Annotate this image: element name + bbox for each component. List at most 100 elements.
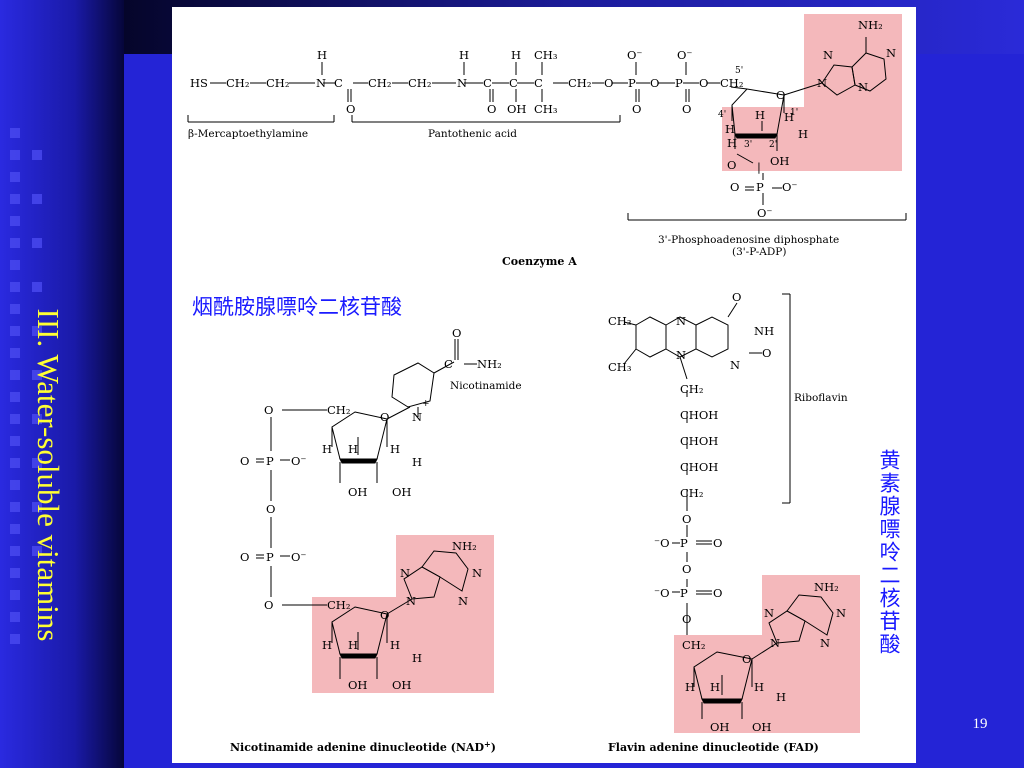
svg-text:H: H	[710, 680, 720, 694]
svg-text:P: P	[680, 536, 688, 550]
svg-text:H: H	[322, 442, 332, 456]
svg-text:O: O	[682, 612, 691, 626]
svg-text:N: N	[406, 594, 416, 608]
svg-text:N: N	[458, 594, 468, 608]
svg-text:N: N	[676, 314, 686, 328]
coenzyme-a-title: Coenzyme A	[502, 255, 577, 268]
svg-text:NH₂: NH₂	[477, 357, 502, 371]
svg-text:OH: OH	[392, 485, 411, 499]
svg-text:H: H	[322, 638, 332, 652]
svg-text:O: O	[380, 410, 389, 424]
svg-text:CH₃: CH₃	[608, 314, 632, 328]
svg-text:H: H	[412, 651, 422, 665]
svg-text:OH: OH	[392, 678, 411, 692]
fad-chinese-label: 黄素腺嘌呤二核苷酸	[877, 449, 901, 656]
svg-text:5': 5'	[735, 66, 743, 76]
svg-text:H: H	[727, 136, 737, 150]
svg-text:NH₂: NH₂	[452, 539, 477, 553]
svg-text:N: N	[412, 410, 422, 424]
svg-text:C: C	[509, 76, 518, 90]
riboflavin-label: Riboflavin	[794, 392, 848, 404]
svg-text:O: O	[682, 512, 691, 526]
svg-text:O⁻: O⁻	[757, 206, 773, 220]
svg-text:O: O	[240, 550, 249, 564]
svg-text:CH₂: CH₂	[408, 76, 431, 90]
svg-text:H: H	[390, 638, 400, 652]
mercaptoethylamine-label: β-Mercaptoethylamine	[188, 128, 308, 140]
svg-text:CH₂: CH₂	[680, 486, 703, 500]
svg-text:O: O	[742, 652, 751, 666]
pantothenic-acid-label: Pantothenic acid	[428, 128, 517, 140]
svg-text:CH₂: CH₂	[680, 382, 703, 396]
svg-text:H: H	[390, 442, 400, 456]
svg-text:N: N	[457, 76, 467, 90]
svg-text:O: O	[776, 88, 785, 102]
svg-text:O: O	[346, 102, 355, 116]
svg-text:CH₂: CH₂	[226, 76, 249, 90]
nad-caption: Nicotinamide adenine dinucleotide (NAD+)	[230, 739, 496, 754]
svg-text:CH₃: CH₃	[534, 48, 558, 62]
svg-text:H: H	[784, 110, 794, 124]
svg-text:OH: OH	[752, 720, 771, 734]
svg-text:N: N	[820, 636, 830, 650]
svg-text:OH: OH	[770, 154, 789, 168]
svg-text:OH: OH	[348, 678, 367, 692]
svg-text:O⁻: O⁻	[291, 454, 307, 468]
svg-text:C: C	[483, 76, 492, 90]
svg-text:O: O	[699, 76, 708, 90]
adp-adenine-highlight	[804, 14, 902, 108]
svg-text:N: N	[823, 48, 833, 62]
svg-text:H: H	[459, 48, 469, 62]
svg-text:N: N	[817, 76, 827, 90]
svg-text:P: P	[680, 586, 688, 600]
svg-text:OH: OH	[710, 720, 729, 734]
svg-text:N: N	[400, 566, 410, 580]
svg-text:N: N	[770, 636, 780, 650]
svg-text:O⁻: O⁻	[627, 48, 643, 62]
svg-text:H: H	[412, 455, 422, 469]
svg-text:C: C	[334, 76, 343, 90]
svg-text:P: P	[628, 76, 636, 90]
svg-text:CH₂: CH₂	[266, 76, 289, 90]
svg-text:3': 3'	[744, 140, 752, 150]
svg-text:4': 4'	[718, 110, 726, 120]
svg-text:⁻O: ⁻O	[654, 536, 670, 550]
svg-text:N: N	[886, 46, 896, 60]
svg-text:NH₂: NH₂	[814, 580, 839, 594]
svg-text:CH₃: CH₃	[534, 102, 558, 116]
svg-text:NH: NH	[754, 324, 774, 338]
svg-text:O⁻: O⁻	[291, 550, 307, 564]
fad-adenine-highlight	[762, 575, 860, 639]
svg-text:N: N	[764, 606, 774, 620]
svg-text:CH₂: CH₂	[720, 76, 743, 90]
nad-chinese-label: 烟酰胺腺嘌呤二核苷酸	[192, 295, 402, 319]
svg-text:CH₂: CH₂	[568, 76, 591, 90]
svg-text:CH₂: CH₂	[368, 76, 391, 90]
svg-text:+: +	[422, 399, 430, 409]
svg-text:H: H	[725, 122, 735, 136]
svg-text:H: H	[776, 690, 786, 704]
svg-text:OH: OH	[507, 102, 526, 116]
svg-text:1': 1'	[790, 108, 798, 118]
svg-text:O⁻: O⁻	[782, 180, 798, 194]
svg-text:OH: OH	[348, 485, 367, 499]
svg-text:O: O	[266, 502, 275, 516]
svg-text:O: O	[650, 76, 659, 90]
svg-text:2': 2'	[769, 140, 777, 150]
page-number: 19	[972, 716, 988, 732]
svg-text:O: O	[682, 102, 691, 116]
svg-text:P: P	[266, 550, 274, 564]
adp-label-line2: (3'-P-ADP)	[732, 246, 786, 258]
svg-text:N: N	[836, 606, 846, 620]
svg-text:O⁻: O⁻	[677, 48, 693, 62]
svg-text:O: O	[240, 454, 249, 468]
svg-text:N: N	[858, 80, 868, 94]
fad-caption: Flavin adenine dinucleotide (FAD)	[608, 741, 819, 754]
svg-text:NH₂: NH₂	[858, 18, 883, 32]
svg-text:O: O	[713, 586, 722, 600]
nicotinamide-label: Nicotinamide	[450, 380, 522, 392]
svg-text:O: O	[264, 598, 273, 612]
svg-text:H: H	[511, 48, 521, 62]
